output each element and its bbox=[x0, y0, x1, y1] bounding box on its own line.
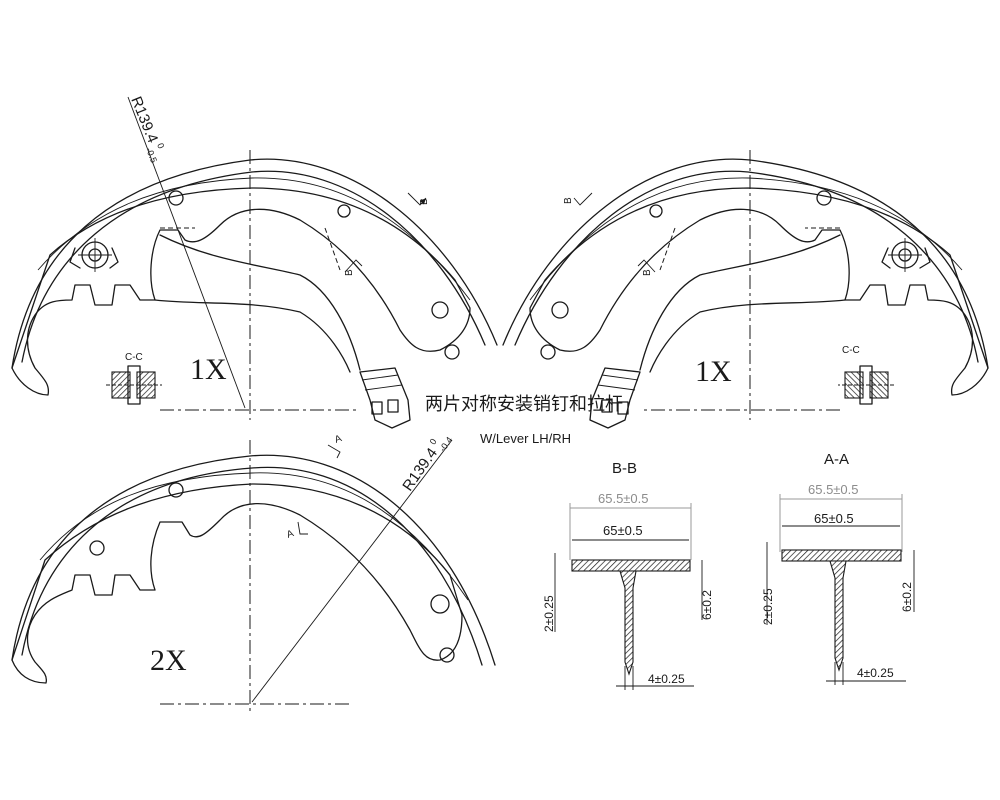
section-c-label-top-left: C-C bbox=[125, 352, 143, 363]
section-b-label-top-right-2: B bbox=[642, 269, 653, 276]
radius-value-top-left: R139.4 bbox=[127, 94, 161, 145]
section-view-a-a: A-A 65.5±0.5 65±0.5 2±0.25 6±0.2 4±0.25 bbox=[761, 451, 915, 685]
section-title-a-a: A-A bbox=[824, 451, 849, 468]
qty-label-bottom: 2X bbox=[150, 644, 187, 677]
qty-label-top-right: 1X bbox=[695, 355, 732, 388]
web-thickness-b-b: 4±0.25 bbox=[648, 672, 685, 686]
radius-lower-tol-bottom: -0.4 bbox=[437, 435, 454, 453]
install-note-english: W/Lever LH/RH bbox=[480, 431, 571, 446]
radius-dimension-top-left: R139.4 0 -0.5 bbox=[127, 94, 166, 164]
radius-dimension-bottom: R139.4 0 -0.4 bbox=[399, 435, 454, 494]
radius-value-bottom: R139.4 bbox=[399, 445, 441, 494]
brake-shoe-top-left bbox=[11, 96, 498, 429]
section-c-label-top-right: C-C bbox=[842, 345, 860, 356]
inner-width-b-b: 65±0.5 bbox=[603, 523, 643, 538]
section-a-label-bottom: A bbox=[333, 433, 343, 446]
section-a-label-bottom-2: A bbox=[285, 528, 295, 541]
brake-shoe-bottom bbox=[11, 439, 496, 712]
section-b-label-top-left: B bbox=[419, 198, 430, 205]
web-thickness-a-a: 4±0.25 bbox=[857, 666, 894, 680]
radius-upper-tol-bottom: 0 bbox=[428, 437, 439, 447]
section-view-b-b: B-B 65.5±0.5 65±0.5 2±0.25 6±0.2 4±0.25 bbox=[542, 460, 714, 690]
install-note-chinese: 两片对称安装销钉和拉杆 bbox=[425, 394, 623, 414]
brake-shoe-top-right bbox=[502, 150, 989, 429]
inner-width-a-a: 65±0.5 bbox=[814, 511, 854, 526]
web-height-b-b: 2±0.25 bbox=[542, 595, 556, 632]
web-height-a-a: 2±0.25 bbox=[761, 588, 775, 625]
section-title-b-b: B-B bbox=[612, 460, 637, 477]
section-b-label-top-left-2: B bbox=[344, 269, 355, 276]
qty-label-top-left: 1X bbox=[190, 353, 227, 386]
table-thickness-a-a: 6±0.2 bbox=[900, 582, 914, 612]
section-b-label-top-right: B bbox=[563, 197, 574, 204]
radius-upper-tol-top-left: 0 bbox=[155, 142, 166, 150]
table-thickness-b-b: 6±0.2 bbox=[700, 590, 714, 620]
outer-width-b-b: 65.5±0.5 bbox=[598, 491, 649, 506]
outer-width-a-a: 65.5±0.5 bbox=[808, 482, 859, 497]
